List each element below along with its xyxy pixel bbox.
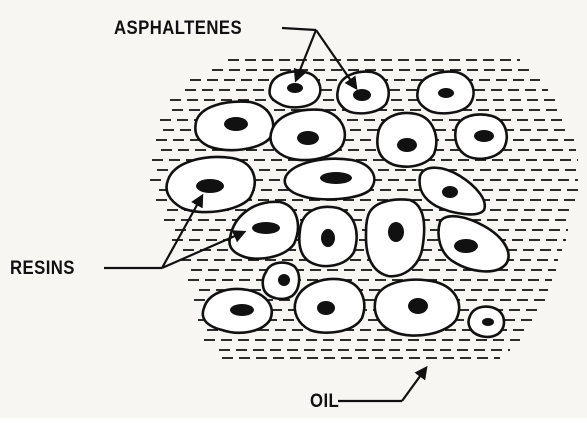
asphaltene-core — [224, 117, 248, 131]
asphaltene-core — [454, 239, 478, 253]
asphaltene-core — [438, 88, 454, 98]
asphaltene-core — [278, 274, 290, 286]
asphaltene-core — [196, 179, 224, 193]
asphaltene-core — [408, 298, 428, 314]
asphaltene-core — [388, 222, 404, 242]
oil-arrow — [402, 368, 426, 401]
asphaltene-core — [482, 318, 494, 326]
oil-label: OIL — [310, 391, 339, 413]
asphaltene-core — [230, 304, 254, 316]
asphaltenes-label: ASPHALTENES — [114, 18, 242, 40]
resins-label: RESINS — [10, 258, 75, 280]
asphaltene-core — [321, 229, 335, 247]
resin-particles — [167, 72, 509, 337]
asphaltene-core — [320, 172, 352, 184]
asphaltenes-leader — [282, 28, 316, 30]
asphaltene-core — [297, 131, 319, 145]
asphaltene-core — [474, 130, 494, 142]
asphaltene-core — [353, 89, 371, 101]
asphaltene-core — [397, 138, 417, 152]
asphaltene-core — [317, 301, 335, 315]
asphaltene-core — [252, 222, 280, 234]
asphaltene-core — [442, 186, 458, 198]
asphaltene-core — [287, 83, 303, 93]
